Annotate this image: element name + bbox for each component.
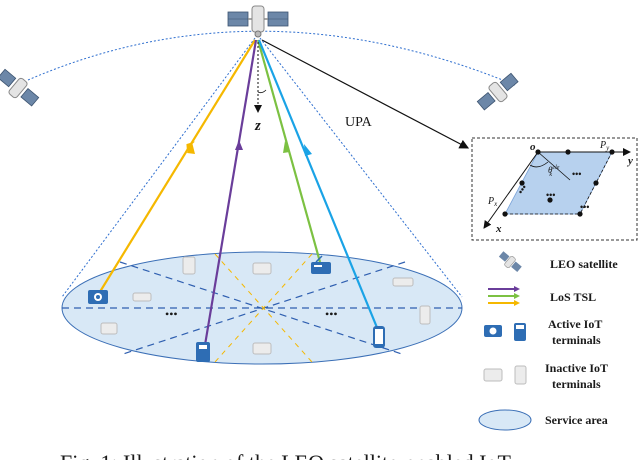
figure-caption: Fig. 1: Illustration of the LEO satellit… bbox=[60, 450, 511, 460]
inactive-terminal-icon bbox=[100, 256, 431, 355]
inset-dots: ••• bbox=[516, 183, 530, 196]
leo-satellite-icon bbox=[476, 72, 519, 111]
inset-angle-arc bbox=[529, 161, 549, 168]
los-links bbox=[97, 39, 380, 346]
active-terminal-phone bbox=[373, 326, 385, 348]
legend-los-tsl: LoS TSL bbox=[550, 290, 596, 304]
legend-satellite-icon bbox=[498, 251, 522, 273]
legend-leo-satellite: LEO satellite bbox=[550, 257, 618, 271]
active-terminal-camera bbox=[88, 290, 108, 304]
orbit-arc bbox=[27, 30, 516, 86]
leo-satellite-icon bbox=[227, 5, 289, 38]
legend-active-line1: Active IoT bbox=[548, 317, 602, 331]
legend-inactive-line2: terminals bbox=[552, 377, 601, 391]
inset-origin-label: o bbox=[530, 141, 536, 153]
ellipsis-dots: ••• bbox=[165, 307, 178, 321]
upa-pointer bbox=[261, 39, 470, 149]
inset-py-label: Py bbox=[599, 140, 610, 152]
cone-right-edge bbox=[259, 37, 463, 298]
link-arrowheads bbox=[186, 140, 312, 156]
legend-tsl-arrows bbox=[488, 286, 520, 306]
legend-active-icons bbox=[484, 323, 526, 341]
ellipsis-dots: ••• bbox=[325, 307, 338, 321]
inset-dots: ••• bbox=[580, 202, 589, 212]
elevation-angle-arc bbox=[257, 89, 267, 94]
active-terminal-radio bbox=[311, 255, 331, 274]
legend: LEO satellite LoS TSL Active IoT termina… bbox=[478, 251, 618, 431]
inset-px-label: Px bbox=[487, 196, 498, 208]
inset-dots: ••• bbox=[546, 190, 555, 200]
upa-elements bbox=[502, 149, 615, 217]
inset-dashed-edge bbox=[579, 151, 613, 215]
cone-left-edge bbox=[61, 37, 256, 298]
legend-service-area: Service area bbox=[545, 413, 608, 427]
inset-y-label: y bbox=[626, 155, 633, 167]
inset-x-label: x bbox=[495, 223, 502, 235]
legend-service-area-swatch bbox=[478, 409, 532, 431]
inset-dots: ••• bbox=[572, 169, 581, 179]
active-terminal-tablet bbox=[196, 342, 210, 362]
leo-satellite-icon bbox=[0, 68, 40, 107]
legend-inactive-line1: Inactive IoT bbox=[545, 361, 608, 375]
inset-x-axis bbox=[483, 151, 539, 229]
legend-active-line2: terminals bbox=[552, 333, 601, 347]
sector-line bbox=[214, 253, 313, 363]
upa-label: UPA bbox=[345, 115, 373, 130]
inset-angle-ray bbox=[537, 151, 571, 181]
z-axis-label: z bbox=[254, 118, 261, 134]
legend-inactive-icons bbox=[483, 365, 527, 385]
